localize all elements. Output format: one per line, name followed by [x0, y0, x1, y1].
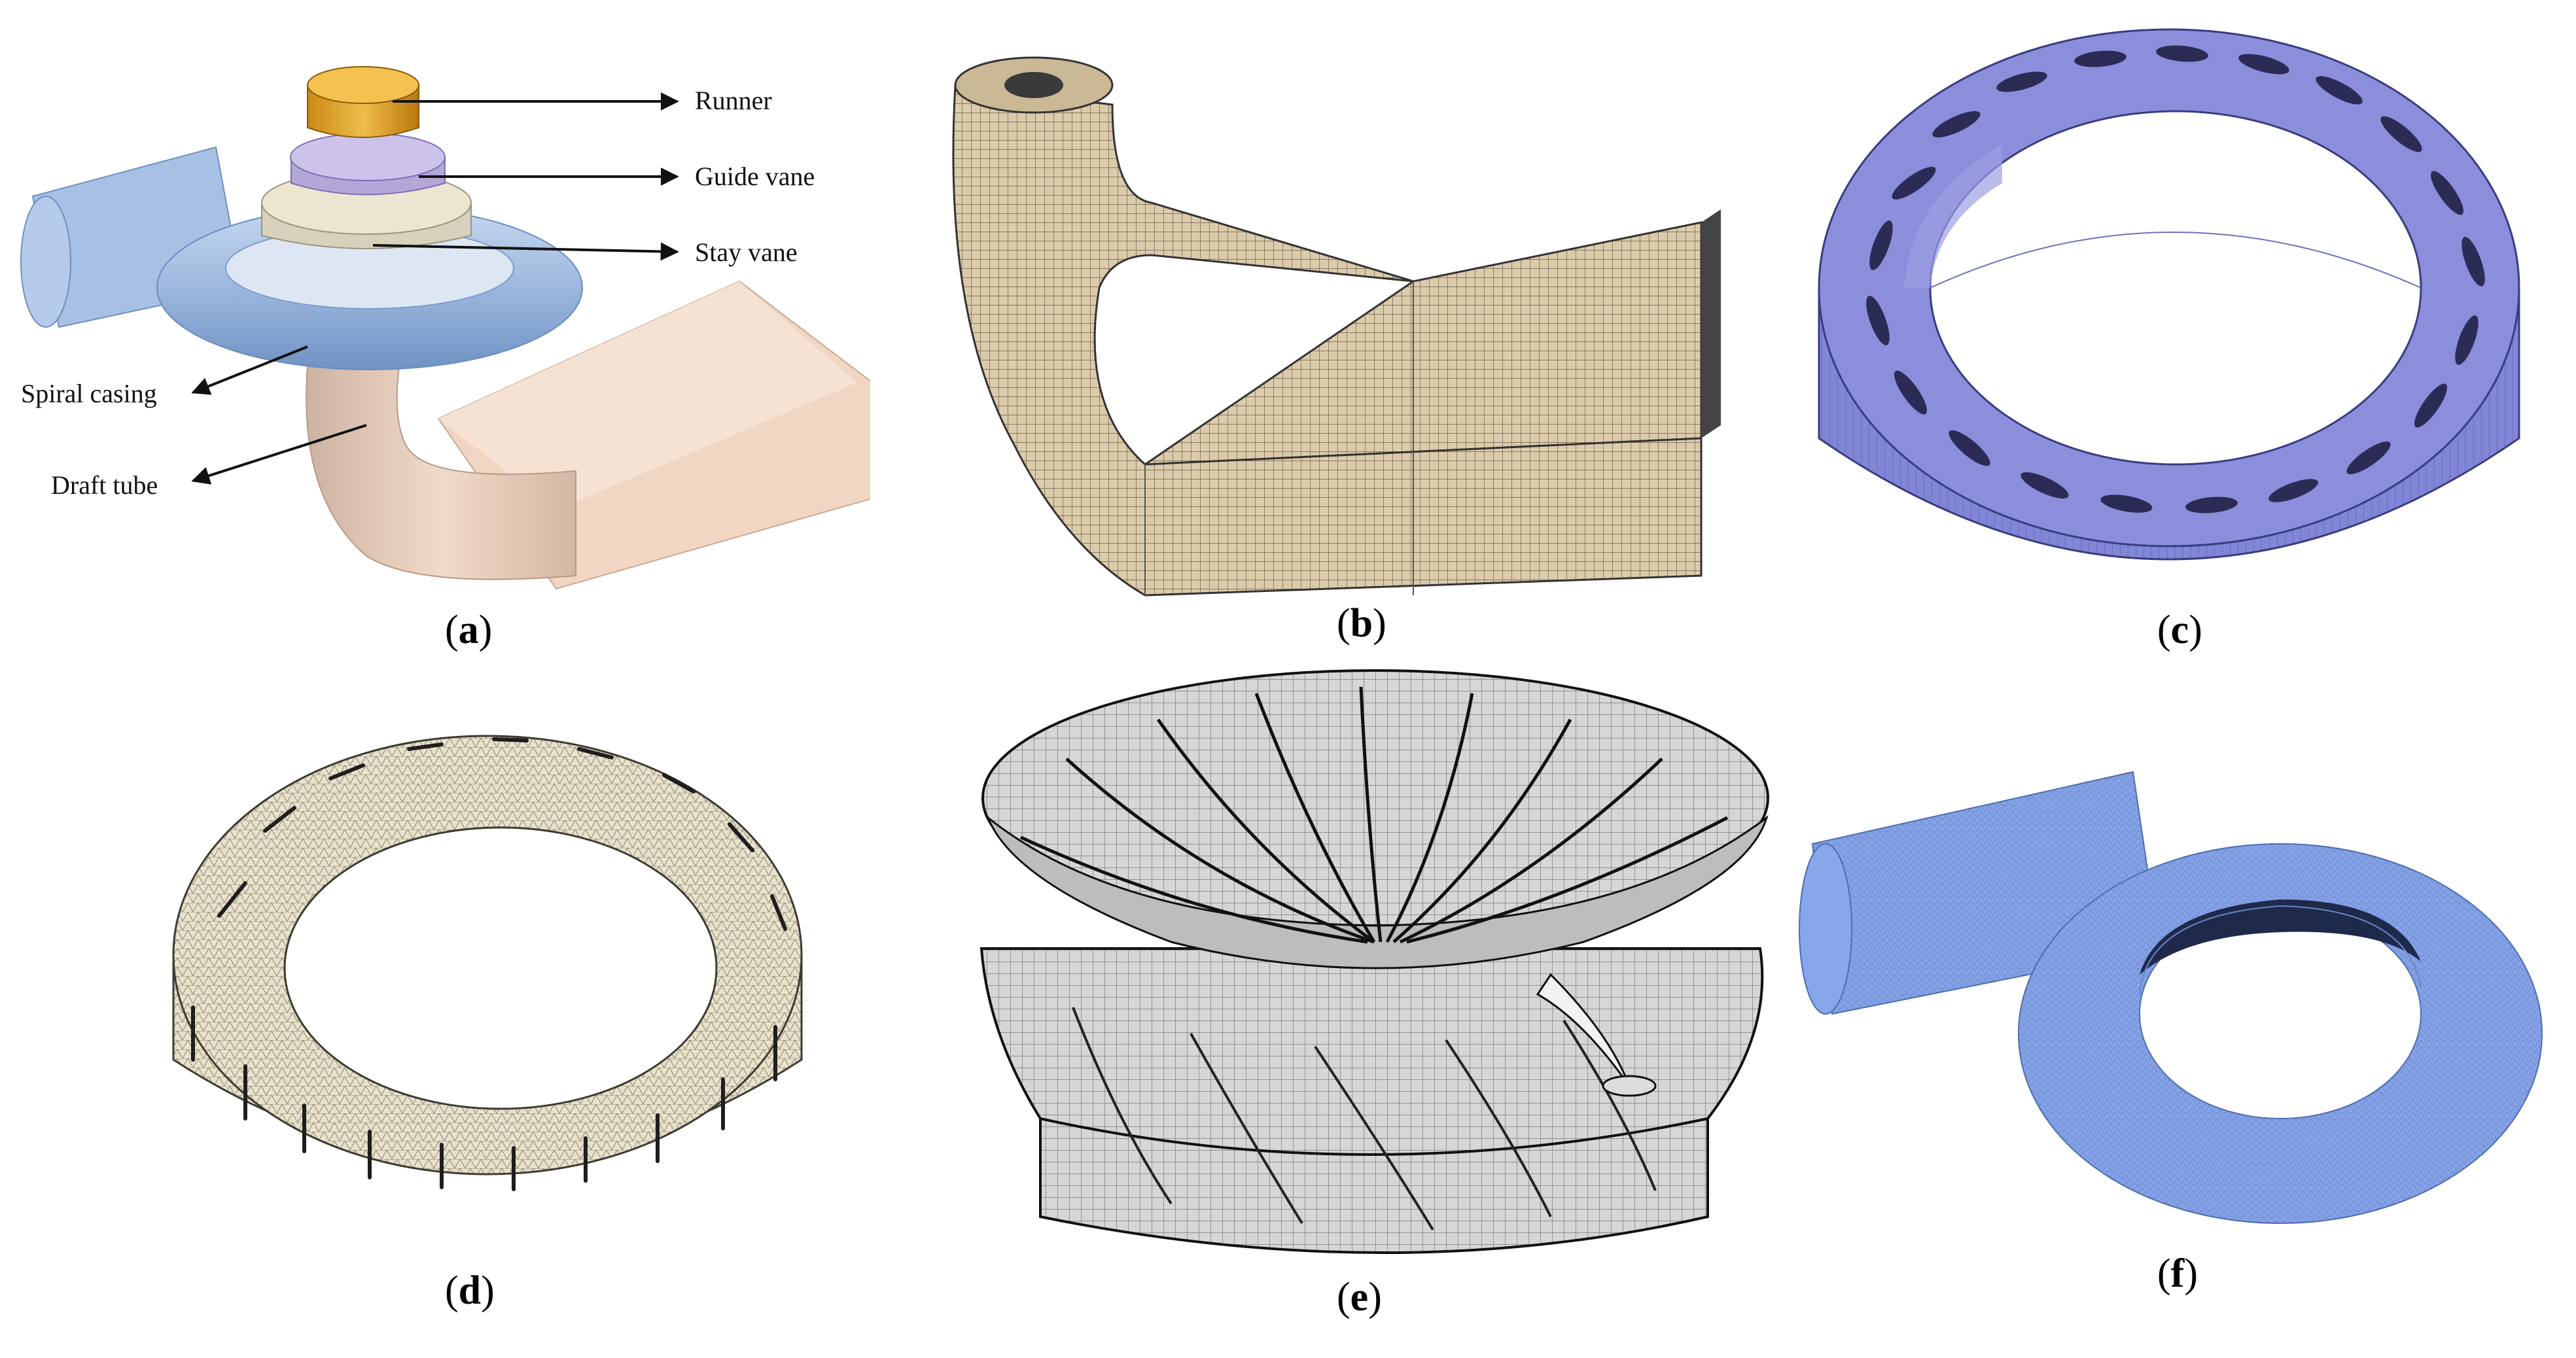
- callout-runner: Runner: [695, 86, 772, 115]
- panel-b: [916, 39, 1734, 602]
- panel-label-e: (e): [1337, 1275, 1382, 1319]
- stay-vane-mesh: [172, 735, 803, 1191]
- guide-vane-mesh: [1818, 28, 2520, 561]
- panel-label-c: (c): [2157, 608, 2202, 652]
- turbine-assembly-illustration: [20, 66, 870, 590]
- panel-e: [975, 667, 1780, 1269]
- spiral-casing-mesh: [1799, 771, 2543, 1224]
- callout-stay-vane: Stay vane: [695, 237, 798, 267]
- callout-guide-vane: Guide vane: [695, 162, 815, 191]
- panel-label-b: (b): [1337, 601, 1386, 646]
- callout-draft-tube: Draft tube: [51, 470, 158, 500]
- draft-tube-mesh: [952, 56, 1721, 597]
- panel-label-a: (a): [445, 608, 493, 652]
- runner-mesh: [979, 669, 1769, 1254]
- panel-label-f: (f): [2157, 1251, 2198, 1296]
- panel-f: [1793, 752, 2545, 1249]
- panel-c: [1806, 13, 2532, 595]
- panel-a: Runner Guide vane Stay vane Spiral casin…: [0, 0, 870, 667]
- panel-d: [167, 720, 808, 1217]
- callout-spiral-casing: Spiral casing: [21, 379, 157, 408]
- panel-label-d: (d): [445, 1268, 495, 1313]
